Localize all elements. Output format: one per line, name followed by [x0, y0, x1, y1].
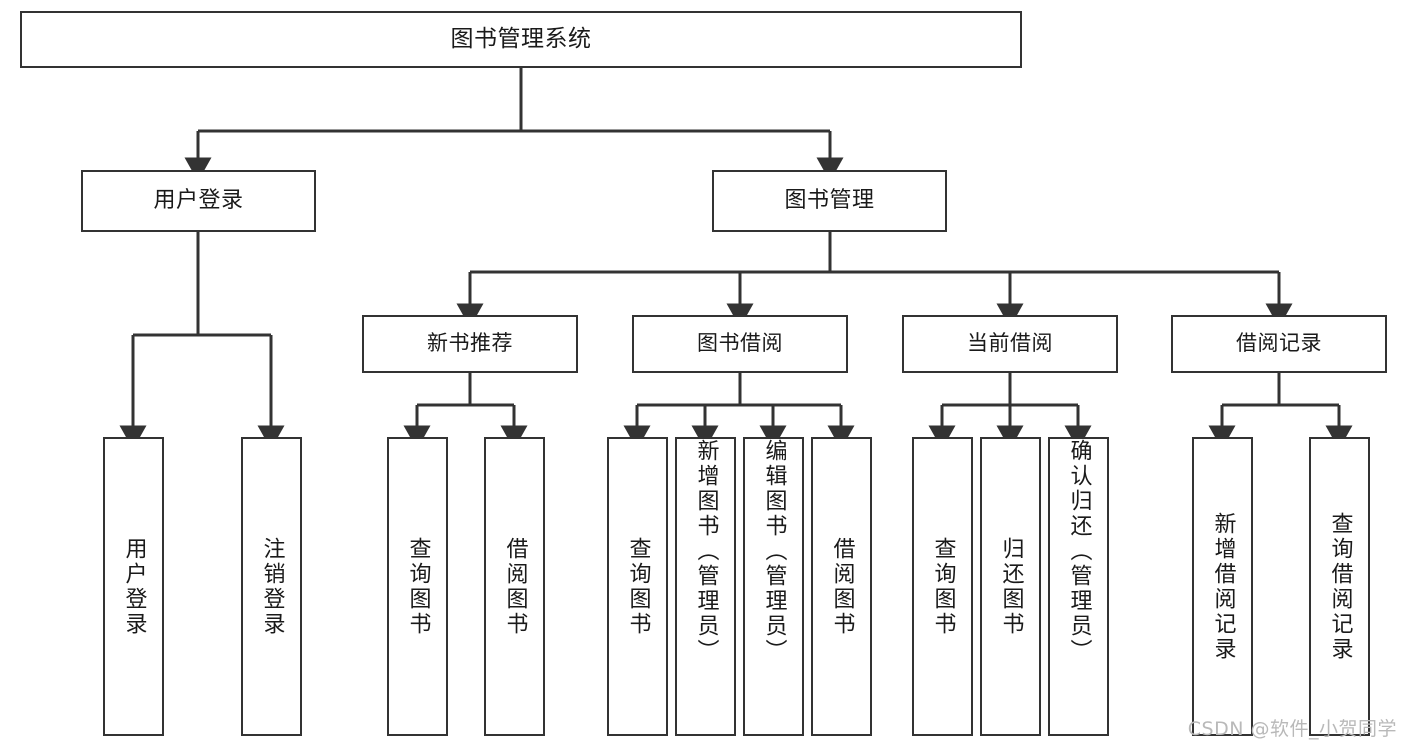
- node-borrow-record[interactable]: 借阅记录: [1171, 315, 1387, 373]
- node-label: 归还图书: [998, 536, 1024, 637]
- leaf-edit-book-admin[interactable]: 编辑图书（管理员）: [743, 437, 804, 736]
- node-label: 查询图书: [930, 536, 956, 637]
- leaf-add-book-admin[interactable]: 新增图书（管理员）: [675, 437, 736, 736]
- node-current-borrow[interactable]: 当前借阅: [902, 315, 1118, 373]
- leaf-query-book-current[interactable]: 查询图书: [912, 437, 973, 736]
- leaf-query-book-borrow[interactable]: 查询图书: [607, 437, 668, 736]
- node-label: 借阅图书: [829, 536, 855, 637]
- node-label: 新增图书（管理员）: [693, 439, 719, 664]
- leaf-query-book-recommend[interactable]: 查询图书: [387, 437, 448, 736]
- node-user-login[interactable]: 用户登录: [81, 170, 316, 232]
- node-label: 图书借阅: [697, 331, 783, 356]
- node-label: 图书管理系统: [450, 26, 592, 53]
- node-label: 新增借阅记录: [1210, 511, 1236, 662]
- node-label: 用户登录: [121, 536, 147, 637]
- node-label: 用户登录: [153, 187, 244, 213]
- node-label: 查询图书: [625, 536, 651, 637]
- node-label: 查询图书: [405, 536, 431, 637]
- node-label: 当前借阅: [967, 331, 1053, 356]
- node-label: 确认归还（管理员）: [1066, 439, 1092, 664]
- leaf-borrow-book-recommend[interactable]: 借阅图书: [484, 437, 545, 736]
- node-book-manage[interactable]: 图书管理: [712, 170, 947, 232]
- leaf-query-borrow-record[interactable]: 查询借阅记录: [1309, 437, 1370, 736]
- leaf-borrow-book-borrow[interactable]: 借阅图书: [811, 437, 872, 736]
- node-label: 图书管理: [784, 187, 875, 213]
- leaf-add-borrow-record[interactable]: 新增借阅记录: [1192, 437, 1253, 736]
- node-label: 借阅记录: [1236, 331, 1322, 356]
- leaf-user-login[interactable]: 用户登录: [103, 437, 164, 736]
- csdn-watermark: CSDN @软件_小贺同学: [1187, 718, 1397, 740]
- leaf-return-book[interactable]: 归还图书: [980, 437, 1041, 736]
- node-new-book-recommend[interactable]: 新书推荐: [362, 315, 578, 373]
- leaf-logout-login[interactable]: 注销登录: [241, 437, 302, 736]
- node-root-system[interactable]: 图书管理系统: [20, 11, 1022, 68]
- node-label: 新书推荐: [427, 331, 513, 356]
- node-label: 借阅图书: [502, 536, 528, 637]
- node-book-borrow[interactable]: 图书借阅: [632, 315, 848, 373]
- leaf-confirm-return-admin[interactable]: 确认归还（管理员）: [1048, 437, 1109, 736]
- node-label: 编辑图书（管理员）: [761, 439, 787, 664]
- node-label: 注销登录: [259, 536, 285, 637]
- node-label: 查询借阅记录: [1327, 511, 1353, 662]
